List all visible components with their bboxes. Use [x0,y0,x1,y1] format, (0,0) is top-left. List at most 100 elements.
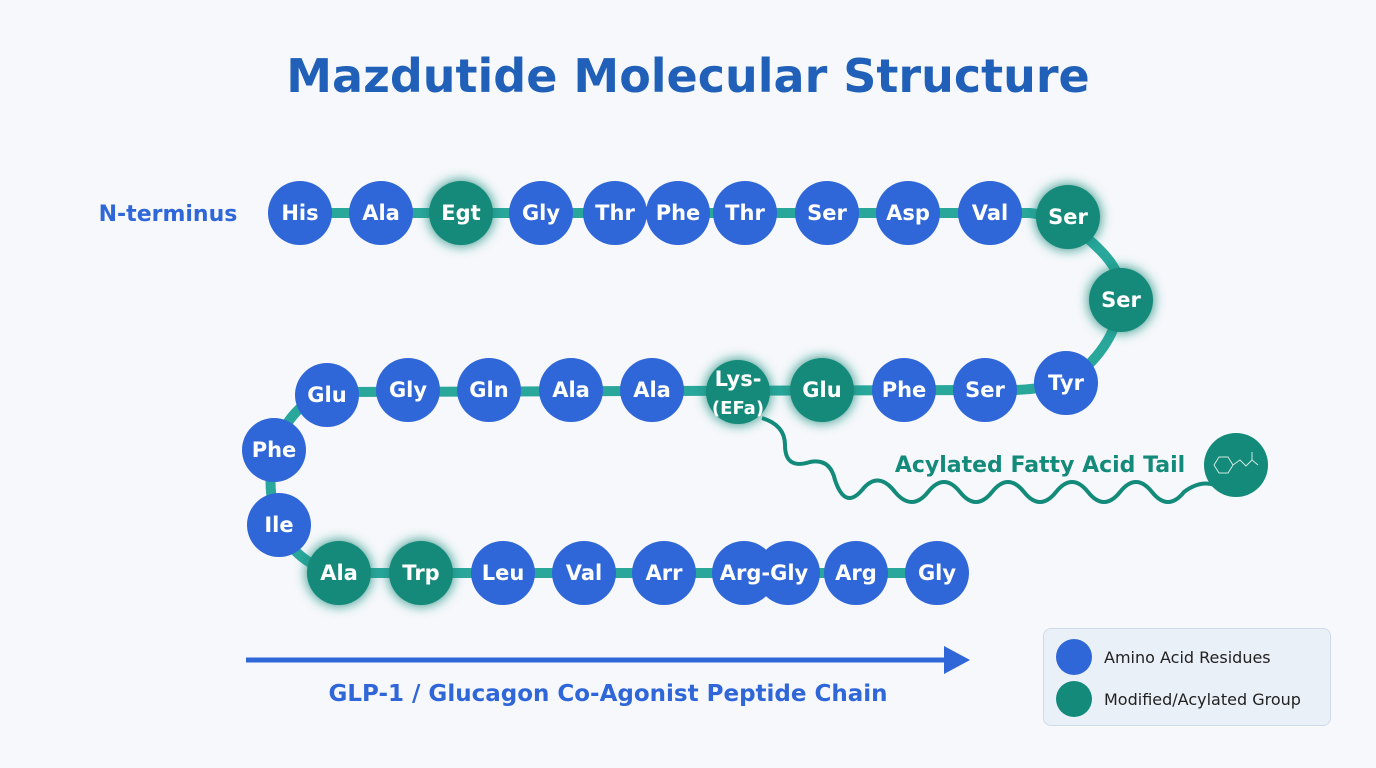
residue-circle [349,181,413,245]
residue-label: Gly [522,201,560,225]
residue-node: Trp [389,541,453,605]
residue-label: Phe [252,438,297,462]
residue-node: Val [958,181,1022,245]
residue-label: Glu [307,383,346,407]
legend-item-modified: Modified/Acylated Group [1056,681,1301,717]
residue-label: Ser [965,378,1005,402]
residue-node: Gly [509,181,573,245]
fatty-acid-group-node [1204,433,1268,497]
residue-node: Asp [876,181,940,245]
residue-circle [632,541,696,605]
residue-circle [756,541,820,605]
residue-node: Phe [872,358,936,422]
residue-label: Leu [482,561,525,585]
page-title: Mazdutide Molecular Structure [286,49,1089,103]
residue-label: Gly [918,561,956,585]
residue-circle [429,181,493,245]
residue-circle [539,358,603,422]
residue-sublabel: (EFa) [712,398,764,419]
residue-label: His [281,201,318,225]
residue-label: Ala [320,561,358,585]
residue-node: Glu [295,363,359,427]
residue-label: Lys- [715,367,762,391]
residue-node: Arg-Gly [712,541,820,605]
residue-label: Thr [725,201,765,225]
residue-circle [471,541,535,605]
residue-node: Ala [539,358,603,422]
residue-node: Ser [953,358,1017,422]
residue-label: Ala [552,378,590,402]
chain-label: GLP-1 / Glucagon Co-Agonist Peptide Chai… [328,681,887,707]
residue-node: Ser [1036,185,1100,249]
residue-node: Glu [790,358,854,422]
residue-circle [713,181,777,245]
residue-circle [905,541,969,605]
residue-label: Asp [886,201,930,225]
n-terminus-label: N-terminus [99,202,238,227]
residue-circle [706,360,770,424]
residue-circle [646,181,710,245]
residue-circle [389,541,453,605]
residue-label: Thr [595,201,635,225]
residue-circle [457,358,521,422]
fatty-acid-tail-label: Acylated Fatty Acid Tail [895,453,1185,478]
legend-item-amino: Amino Acid Residues [1056,639,1271,675]
residue-circle [1036,185,1100,249]
residue-circle [1034,351,1098,415]
residue-node: Val [552,541,616,605]
residue-node: His [268,181,332,245]
residue-circle [953,358,1017,422]
residue-node: Leu [471,541,535,605]
residue-circle [795,181,859,245]
residue-label: Arr [646,561,684,585]
residue-node: Ala [307,541,371,605]
fatty-acid-tail-chain [761,416,1216,504]
residue-circle [824,541,888,605]
residue-label: Ser [1101,288,1141,312]
residue-circle [872,358,936,422]
residue-circle [242,418,306,482]
residue-circle [790,358,854,422]
modified-group-swatch [1056,681,1092,717]
residue-label: Gln [469,378,508,402]
residue-node: Egt [429,181,493,245]
residue-circle [307,541,371,605]
residue-node: Tyr [1034,351,1098,415]
legend-label: Modified/Acylated Group [1104,689,1301,709]
residue-label: Gly [389,378,427,402]
residue-circle [295,363,359,427]
residue-node: Thr [713,181,777,245]
residue-label: Ser [1048,205,1088,229]
arrowhead-icon [944,646,970,674]
residue-node: Ala [349,181,413,245]
residue-node: Arg [824,541,888,605]
residue-node: Arr [632,541,696,605]
residue-node: Ile [247,493,311,557]
residue-node: Ser [795,181,859,245]
residue-node: Phe [646,181,710,245]
residue-label: Egt [441,201,480,225]
residue-circle [712,541,776,605]
residue-circle [247,493,311,557]
residue-node: Lys- (EFa) [706,360,770,424]
residue-label: Ser [807,201,847,225]
residue-circle [958,181,1022,245]
legend-label: Amino Acid Residues [1104,647,1271,667]
residue-label: Phe [882,378,927,402]
residue-node: Ala [620,358,684,422]
residue-node: Phe [242,418,306,482]
residue-circle [376,358,440,422]
residue-circle [620,358,684,422]
residue-node: Gly [376,358,440,422]
amino-acid-swatch [1056,639,1092,675]
residue-node: Gly [905,541,969,605]
residue-label: Val [566,561,602,585]
residue-label: Ile [264,513,293,537]
residue-label: Phe [656,201,701,225]
residue-label: Tyr [1048,371,1085,395]
residue-label: Ala [362,201,400,225]
residue-label: Val [972,201,1008,225]
residue-circle [1089,268,1153,332]
residue-circle [552,541,616,605]
